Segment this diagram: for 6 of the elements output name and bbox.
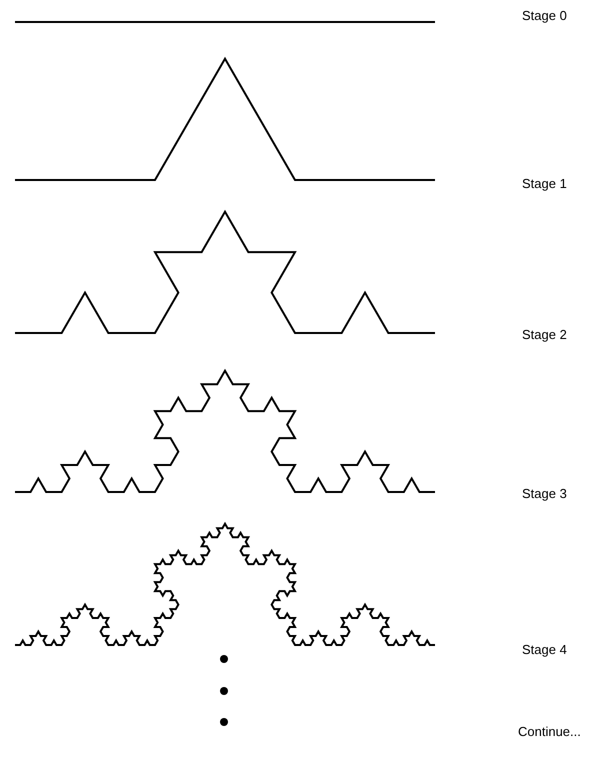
stage-label: Stage 1 — [522, 176, 567, 191]
note-text: Continue... — [518, 724, 581, 739]
stage-label: Stage 3 — [522, 486, 567, 501]
stage-label: Stage 4 — [522, 642, 567, 657]
stage-label: Stage 2 — [522, 327, 567, 342]
stage-label: Stage 0 — [522, 8, 567, 23]
